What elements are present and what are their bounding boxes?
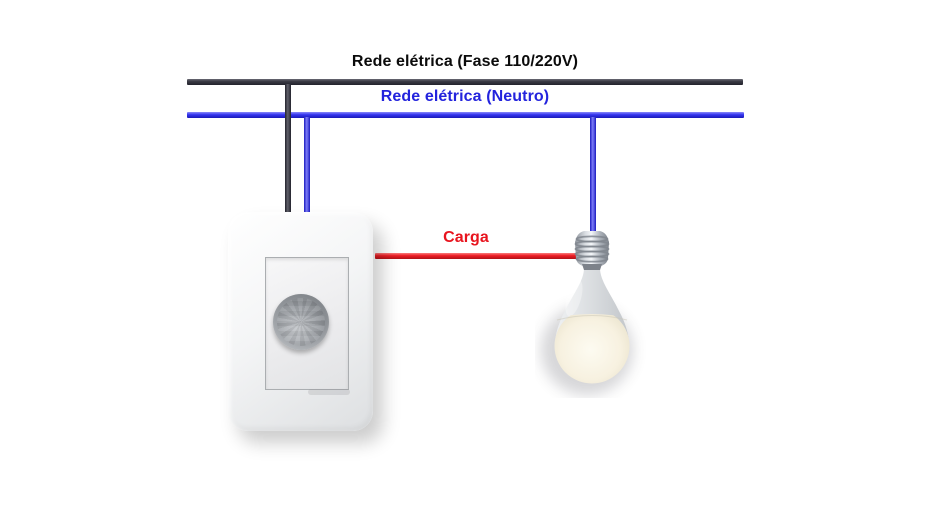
bulb-seam <box>556 315 628 321</box>
neutral-drop-wire-switch <box>304 117 310 214</box>
bulb-glass-dome <box>554 314 630 384</box>
pir-motion-sensor-switch <box>228 212 373 431</box>
bulb-highlight <box>565 279 583 317</box>
load-wire <box>375 253 581 259</box>
neutral-drop-wire-bulb <box>590 117 596 236</box>
load-label: Carga <box>443 229 489 246</box>
switch-recess <box>265 257 349 390</box>
pir-sensor-icon <box>273 294 329 350</box>
phase-label: Rede elétrica (Fase 110/220V) <box>351 53 579 70</box>
neutral-label: Rede elétrica (Neutro) <box>380 88 550 105</box>
bulb-collar <box>582 264 602 270</box>
light-bulb-icon <box>541 231 633 395</box>
neutral-wire <box>187 112 744 118</box>
phase-drop-wire <box>285 84 291 214</box>
pir-fresnel-lens <box>277 298 325 346</box>
brand-embossing <box>308 389 350 395</box>
phase-wire <box>187 79 743 85</box>
